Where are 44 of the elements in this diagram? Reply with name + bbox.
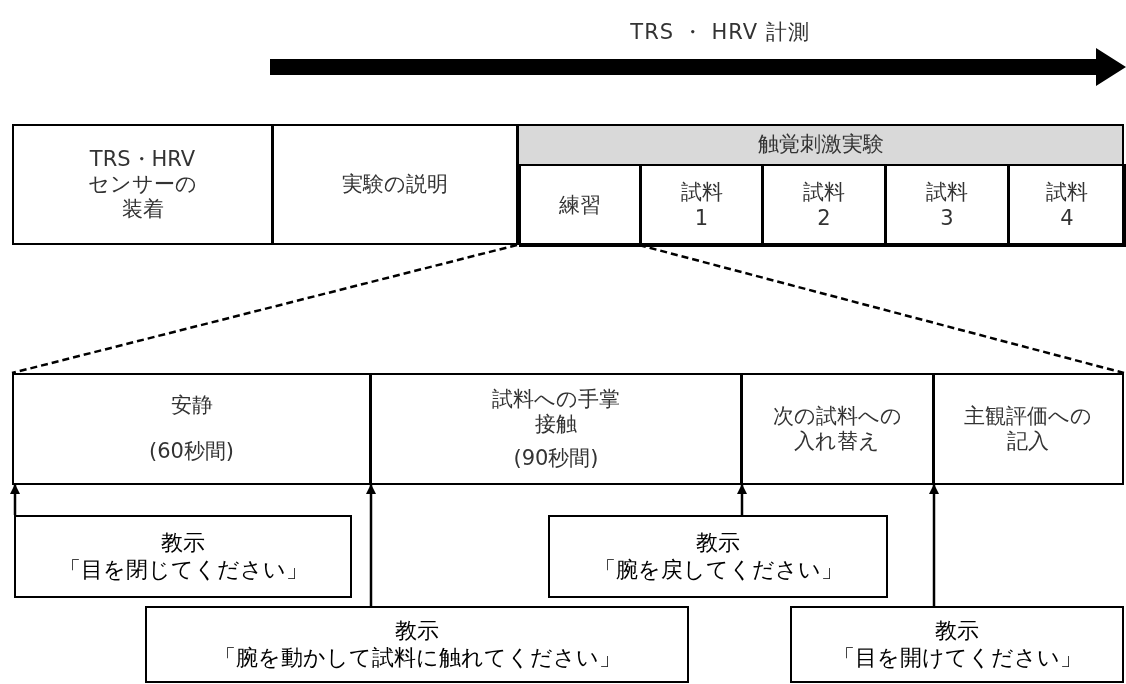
measurement-label: TRS ・ HRV 計測 — [629, 19, 811, 46]
phase-box — [933, 373, 1124, 485]
group-box — [517, 124, 1124, 245]
phase-box — [741, 373, 934, 485]
dashed-line — [11, 243, 518, 375]
instruction-heading: 教示 — [696, 530, 740, 557]
instruction-text: 「腕を戻してください」 — [593, 556, 843, 583]
arrow — [10, 484, 20, 515]
step-box — [519, 164, 641, 247]
instruction-box — [145, 606, 689, 683]
phase-box — [12, 373, 371, 485]
instruction-heading: 教示 — [935, 618, 979, 645]
step-box — [885, 164, 1009, 247]
step-label: (60秒間) — [148, 439, 235, 465]
instruction-text: 「目を閉じてください」 — [58, 556, 308, 583]
step-box — [12, 124, 273, 245]
step-label: 試料1 — [679, 180, 724, 231]
phase-box — [370, 373, 742, 485]
arrow — [366, 484, 376, 606]
step-label: 主観評価への記入 — [963, 403, 1094, 455]
step-box — [1008, 164, 1126, 247]
step-box — [272, 124, 518, 245]
arrow — [929, 484, 939, 606]
step-label: 安静 — [170, 393, 213, 419]
arrow — [737, 484, 747, 515]
step-label: 試料3 — [925, 180, 969, 231]
step-label: 試料2 — [802, 180, 846, 231]
step-label: 次の試料への入れ替え — [772, 403, 903, 455]
instruction-box — [14, 515, 352, 598]
instruction-text: 「目を開けてください」 — [832, 644, 1082, 671]
step-box — [762, 164, 886, 247]
instruction-heading: 教示 — [395, 618, 439, 645]
step-label: (90秒間) — [513, 445, 599, 471]
instruction-heading: 教示 — [161, 530, 205, 557]
step-label: TRS・HRVセンサーの装着 — [87, 146, 198, 223]
instruction-box — [548, 515, 888, 598]
step-label: 練習 — [559, 192, 601, 219]
step-label: 試料4 — [1045, 180, 1089, 231]
instruction-box — [790, 606, 1124, 683]
step-label: 実験の説明 — [342, 171, 448, 198]
step-box — [640, 164, 763, 247]
section-header: 触覚刺激実験 — [519, 126, 1122, 166]
step-label: 試料への手掌接触 — [491, 387, 621, 438]
instruction-text: 「腕を動かして試料に触れてください」 — [213, 644, 621, 671]
